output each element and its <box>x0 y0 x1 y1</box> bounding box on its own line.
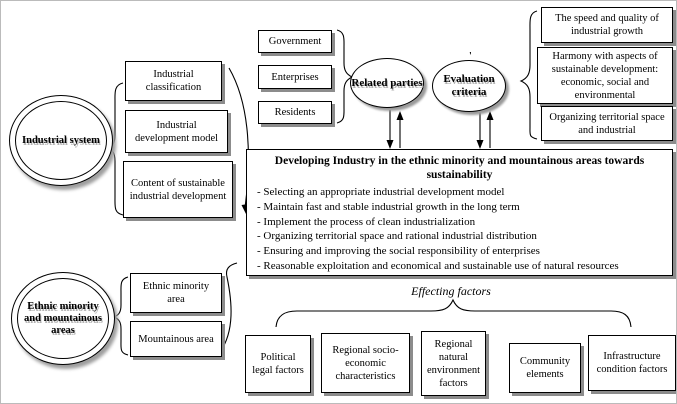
box-industrial-classification: Industrial classification <box>125 61 222 101</box>
brace-effecting-factors <box>275 298 632 328</box>
box-speed-quality-growth: The speed and quality of industrial grow… <box>541 7 673 43</box>
ellipse-related-parties: Related parties <box>350 58 424 108</box>
effecting-factors-label: Effecting factors <box>411 284 491 298</box>
stray-mark: ' <box>469 51 472 62</box>
box-infrastructure-condition: Infrastructure condition factors <box>588 335 676 391</box>
box-government: Government <box>258 30 332 53</box>
central-bullet: - Organizing territorial space and ratio… <box>257 230 537 243</box>
ellipse-inner-ring: Ethnic minority and mountainous areas <box>17 278 109 359</box>
arrowhead-up-icon <box>486 111 494 120</box>
box-organizing-territorial: Organizing territorial space and industr… <box>541 106 673 141</box>
ellipse-industrial-system: Industrial system <box>9 95 113 186</box>
box-mountainous-area: Mountainous area <box>130 321 222 357</box>
box-ethnic-minority-area: Ethnic minority area <box>130 273 222 313</box>
evaluation-criteria-label: Evaluation criteria <box>443 73 495 98</box>
brace-ethnic-area <box>112 276 129 356</box>
box-regional-socio-economic: Regional socio-economic characteristics <box>321 333 410 393</box>
arrowhead-up-icon <box>396 111 404 120</box>
central-bullet: - Selecting an appropriate industrial de… <box>257 186 505 198</box>
box-content-sustainable-development: Content of sustainable industrial develo… <box>123 161 233 218</box>
central-bullet: - Maintain fast and stable industrial gr… <box>257 200 520 213</box>
ethnic-area-label: Ethnic minority and mountainous areas <box>24 300 102 336</box>
box-political-legal-factors: Political legal factors <box>245 335 311 393</box>
box-harmony-sustainable: Harmony with aspects of sustainable deve… <box>537 47 673 104</box>
arc-area-to-main <box>219 262 238 353</box>
box-enterprises: Enterprises <box>258 65 332 89</box>
ellipse-inner-ring: Industrial system <box>15 101 107 180</box>
brace-evaluation-criteria <box>519 10 538 140</box>
central-box: Developing Industry in the ethnic minori… <box>246 149 673 276</box>
brace-related-parties <box>336 29 354 124</box>
central-bullet: - Reasonable exploitation and economical… <box>257 259 619 272</box>
box-industrial-development-model: Industrial development model <box>125 110 228 153</box>
ellipse-evaluation-criteria: Evaluation criteria <box>432 60 506 112</box>
central-bullet: - Ensuring and improving the social resp… <box>257 245 540 258</box>
ellipse-ethnic-area: Ethnic minority and mountainous areas <box>11 272 115 365</box>
box-community-elements: Community elements <box>509 343 581 393</box>
related-parties-label: Related parties <box>351 76 423 89</box>
industrial-system-label: Industrial system <box>22 134 100 146</box>
central-box-title: Developing Industry in the ethnic minori… <box>274 155 645 181</box>
arrowhead-down-icon <box>386 140 394 149</box>
arrowhead-down-icon <box>476 140 484 149</box>
central-bullet: - Implement the process of clean industr… <box>257 215 476 228</box>
box-regional-natural-environment: Regional natural environment factors <box>421 331 486 396</box>
box-residents: Residents <box>258 101 332 124</box>
